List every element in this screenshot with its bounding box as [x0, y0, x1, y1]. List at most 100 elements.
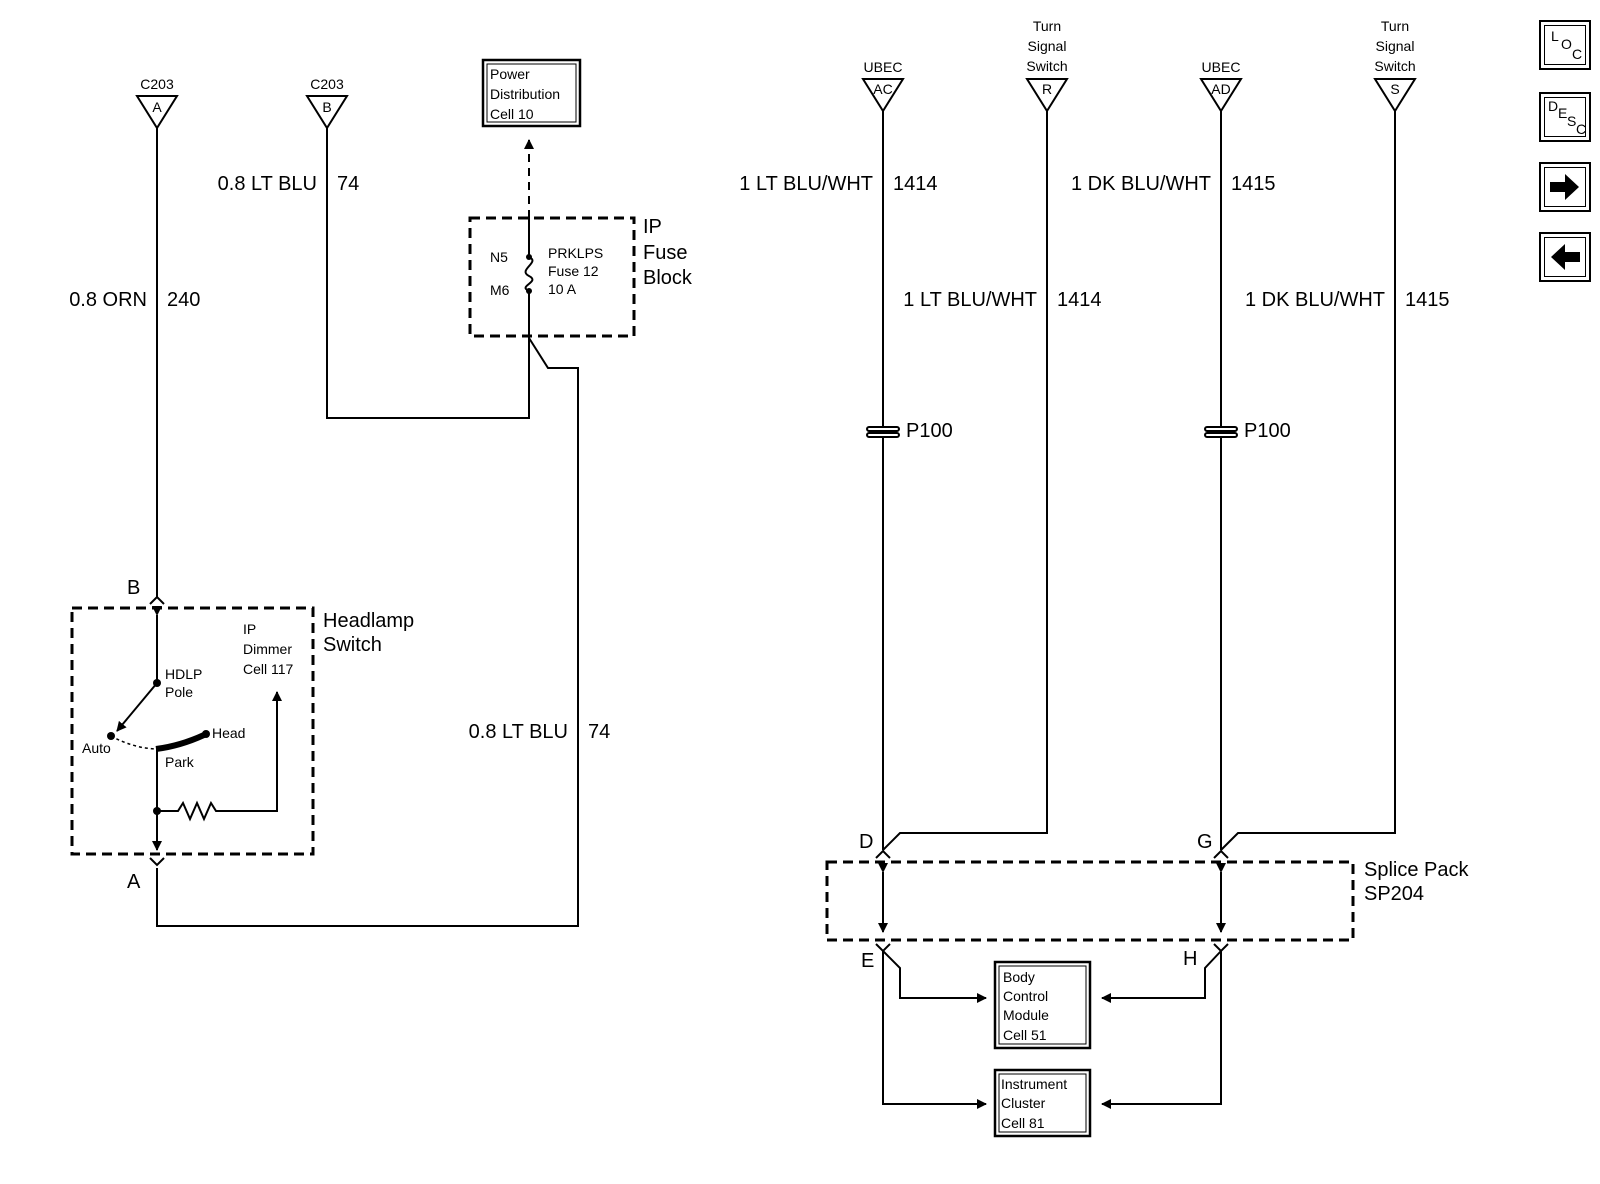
wire-1415-b-circuit: 1415 [1405, 289, 1450, 311]
connector-name-2: Signal [1376, 38, 1415, 54]
power-distribution-line-1: Power [490, 66, 530, 82]
instrument-cluster-box[interactable]: Instrument Cluster Cell 81 [993, 1068, 1092, 1138]
connector-name: UBEC [864, 59, 903, 75]
splice-pin-g: G [1197, 831, 1213, 853]
p100-right-label: P100 [1244, 420, 1291, 442]
ip-dimmer-label-1: IP [243, 621, 256, 637]
pin-a-connector-icon [149, 857, 165, 867]
park-label: Park [165, 754, 195, 770]
body-control-module-box[interactable]: Body Control Module Cell 51 [993, 960, 1092, 1050]
splice-pin-d: D [859, 831, 873, 853]
loc-button[interactable]: L O C [1539, 20, 1591, 70]
desc-button-frame [1544, 97, 1586, 137]
splice-pack-sp204: Splice Pack SP204 D G E H [825, 831, 1469, 972]
wire-1414-b-label: 1 LT BLU/WHT [903, 289, 1037, 311]
headlamp-switch-pin-a: A [127, 871, 141, 893]
desc-letter-e: E [1558, 105, 1568, 121]
pin-b-connector-icon [149, 595, 165, 605]
wire-e-to-cluster [882, 951, 987, 1109]
fuse-block-title-2: Fuse [643, 242, 687, 264]
auto-label: Auto [82, 740, 111, 756]
cluster-line-2: Cluster [1001, 1095, 1046, 1111]
desc-button[interactable]: D E S C [1539, 92, 1591, 142]
wire-74-bottom-circuit: 74 [588, 721, 610, 743]
wire-1415-turn-signal [1220, 111, 1396, 851]
resistor-icon [157, 691, 282, 822]
connector-pin: A [152, 99, 162, 115]
power-distribution-line-2: Distribution [490, 86, 560, 102]
connector-name: UBEC [1202, 59, 1241, 75]
connector-ubec-ad: UBEC AD [1199, 59, 1243, 113]
p100-left: P100 [866, 420, 953, 442]
fuse-icon [524, 256, 534, 292]
connector-name-1: Turn [1381, 18, 1409, 34]
connector-turn-signal-s: Turn Signal Switch S [1373, 18, 1417, 113]
wire-1415-b-label: 1 DK BLU/WHT [1245, 289, 1385, 311]
headlamp-switch-pin-b: B [127, 577, 140, 599]
connector-pin: AD [1211, 81, 1230, 97]
bcm-line-1: Body [1003, 969, 1035, 985]
back-button-frame [1544, 237, 1586, 277]
wire-1414-b-circuit: 1414 [1057, 289, 1102, 311]
power-distribution-line-3: Cell 10 [490, 106, 534, 122]
power-distribution-box[interactable]: Power Distribution Cell 10 [481, 58, 582, 128]
switch-blade-icon [116, 682, 158, 732]
loc-button-frame [1544, 25, 1586, 65]
forward-button[interactable] [1539, 162, 1591, 212]
connector-turn-signal-r: Turn Signal Switch R [1025, 18, 1069, 113]
connector-c203-a: C203 A [135, 76, 179, 130]
loc-letter-o: O [1561, 36, 1572, 52]
desc-letter-d: D [1548, 98, 1559, 114]
ip-dimmer-label-3: Cell 117 [243, 661, 294, 677]
wire-74-bottom [156, 337, 579, 927]
splice-pack-title-2: SP204 [1364, 883, 1424, 905]
fuse-label-3: 10 A [548, 281, 577, 297]
wire-e-to-bcm [882, 950, 987, 1003]
bcm-line-3: Module [1003, 1007, 1049, 1023]
bcm-line-4: Cell 51 [1003, 1027, 1047, 1043]
connector-name: C203 [310, 76, 344, 92]
ip-fuse-block: IP Fuse Block N5 M6 PRKLPS Fuse 12 10 A [468, 216, 693, 338]
wire-240-label: 0.8 ORN [69, 289, 147, 311]
bcm-line-2: Control [1003, 988, 1048, 1004]
fuse-label-2: Fuse 12 [548, 263, 599, 279]
forward-button-frame [1544, 167, 1586, 207]
p100-right: P100 [1204, 420, 1291, 442]
connector-pin: R [1042, 81, 1052, 97]
fuse-block-title-1: IP [643, 216, 662, 238]
wire-1415-a-label: 1 DK BLU/WHT [1071, 173, 1211, 195]
loc-letter-c: C [1572, 46, 1583, 62]
cluster-line-1: Instrument [1001, 1076, 1067, 1092]
splice-pin-e: E [861, 950, 874, 972]
ip-dimmer-label-2: Dimmer [243, 641, 292, 657]
wire-74-top-circuit: 74 [337, 173, 359, 195]
desc-letter-s: S [1567, 113, 1577, 129]
p100-left-label: P100 [906, 420, 953, 442]
connector-ubec-ac: UBEC AC [861, 59, 905, 113]
fuse-label-1: PRKLPS [548, 245, 603, 261]
arrow-right-icon [1549, 173, 1579, 200]
wire-1414-a-circuit: 1414 [893, 173, 938, 195]
wire-h-to-bcm [1101, 950, 1222, 1003]
wire-74-top [326, 128, 530, 419]
connector-pin: S [1390, 81, 1399, 97]
wire-1415-a-circuit: 1415 [1231, 173, 1276, 195]
fuse-pin-n5: N5 [490, 249, 508, 265]
connector-name: C203 [140, 76, 174, 92]
desc-letter-c: C [1576, 121, 1587, 137]
connector-name-1: Turn [1033, 18, 1061, 34]
wire-74-top-label: 0.8 LT BLU [218, 173, 317, 195]
contact-bar-icon [155, 732, 206, 752]
wire-h-to-cluster [1101, 951, 1222, 1109]
wire-74-bottom-label: 0.8 LT BLU [469, 721, 568, 743]
back-button[interactable] [1539, 232, 1591, 282]
splice-pack-title-1: Splice Pack [1364, 859, 1469, 881]
headlamp-switch-title-2: Switch [323, 634, 382, 656]
cluster-line-3: Cell 81 [1001, 1115, 1045, 1131]
arrow-left-icon [1550, 243, 1580, 270]
connector-name-3: Switch [1374, 58, 1415, 74]
wire-1414-turn-signal [882, 111, 1048, 851]
hdlp-pole-label-2: Pole [165, 684, 193, 700]
connector-pin: B [322, 99, 331, 115]
